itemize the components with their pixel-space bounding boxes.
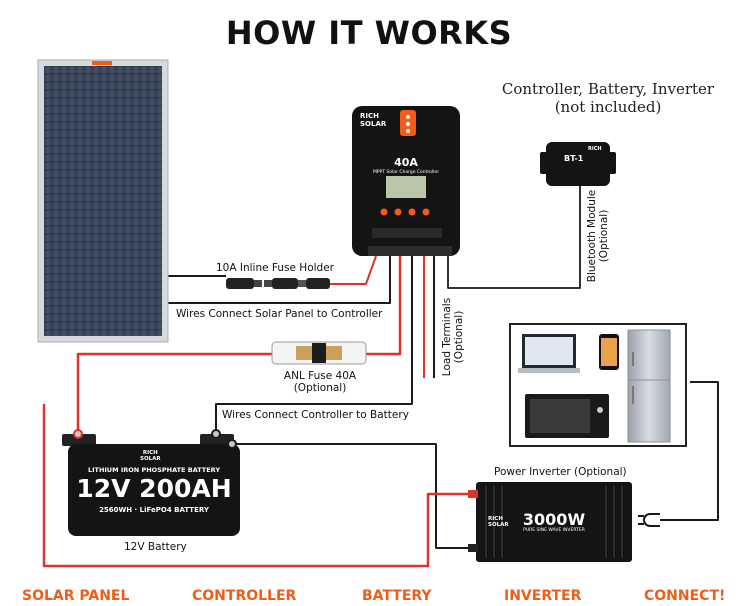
page-title: HOW IT WORKS xyxy=(225,14,513,52)
appliance-cable xyxy=(660,381,719,521)
battery-wire-red-2 xyxy=(76,352,272,432)
battery xyxy=(62,434,240,536)
battery-line-1: LITHIUM IRON PHOSPHATE BATTERY xyxy=(87,466,221,474)
appliances xyxy=(509,323,687,447)
inline-fuse-holder xyxy=(226,278,330,289)
wires xyxy=(42,186,719,568)
anl-fuse-label: ANL Fuse 40A (Optional) xyxy=(283,370,357,394)
bottom-label-inverter: INVERTER xyxy=(504,588,582,604)
anl-fuse xyxy=(271,341,367,365)
bottom-label-controller: CONTROLLER xyxy=(192,588,297,604)
controller-brand: RICH SOLAR xyxy=(360,112,387,128)
battery-line-3: 2560WH · LiFePO4 BATTERY xyxy=(99,506,209,514)
inverter-wire-red xyxy=(42,404,468,568)
battery-lugs xyxy=(73,429,237,449)
plug-icon xyxy=(638,513,660,527)
bt-wire xyxy=(447,186,581,289)
fuse-holder-label: 10A Inline Fuse Holder xyxy=(216,262,334,274)
solar-panel xyxy=(37,59,169,343)
bt-brand: RICH xyxy=(588,146,602,152)
controller-rating: 40A xyxy=(394,156,418,169)
bluetooth-module-label: Bluetooth Module (Optional) xyxy=(586,189,610,283)
inverter-wire-black xyxy=(232,443,468,549)
inverter-subtitle: PURE SINE WAVE INVERTER xyxy=(523,528,585,533)
battery-line-2: 12V 200AH xyxy=(76,474,232,503)
power-inverter-label: Power Inverter (Optional) xyxy=(494,466,627,478)
battery-wire-red xyxy=(366,256,402,356)
bluetooth-module xyxy=(540,142,616,186)
note-line-2: (not included) xyxy=(554,98,662,116)
load-terminals-label: Load Terminals (Optional) xyxy=(441,297,465,377)
battery-wire-black xyxy=(215,256,413,432)
bt-model: BT-1 xyxy=(564,154,584,163)
inverter-brand: RICH SOLAR xyxy=(488,516,509,528)
note-line-1: Controller, Battery, Inverter xyxy=(501,80,715,98)
wires-battery-label: Wires Connect Controller to Battery xyxy=(222,409,409,421)
charge-controller xyxy=(352,106,460,256)
wires-panel-label: Wires Connect Solar Panel to Controller xyxy=(176,308,383,320)
battery-brand: RICH SOLAR xyxy=(140,450,161,462)
panel-wire-black-2 xyxy=(168,256,391,304)
bottom-label-battery: BATTERY xyxy=(362,588,432,604)
bottom-label-solar-panel: SOLAR PANEL xyxy=(22,588,130,604)
controller-subtitle: MPPT Solar Charge Controller xyxy=(372,170,440,175)
inverter-rating: 3000W xyxy=(522,510,586,529)
bottom-label-connect: CONNECT! xyxy=(644,588,726,604)
battery-caption: 12V Battery xyxy=(124,541,187,553)
not-included-note: Controller, Battery, Inverter (not inclu… xyxy=(488,80,728,116)
inverter xyxy=(468,482,632,562)
